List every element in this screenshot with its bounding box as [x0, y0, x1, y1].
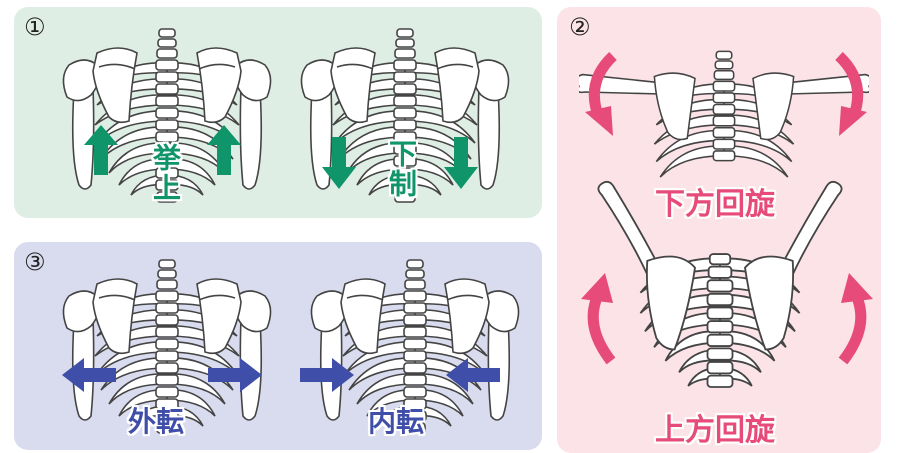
- arrow-down-icon: [444, 137, 478, 189]
- curved-arrow-icon: [577, 52, 627, 142]
- arrow-right-icon: [208, 358, 262, 392]
- panel-number: ①: [24, 15, 46, 39]
- arrow-down-icon: [322, 137, 356, 189]
- arrow-up-icon: [84, 125, 118, 175]
- panel-abduction-adduction: ③ 外転 内転: [14, 242, 542, 450]
- curved-arrow-icon: [825, 52, 875, 142]
- panel-number: ②: [569, 15, 591, 39]
- arrow-left-icon: [62, 358, 116, 392]
- arrow-left-icon: [446, 358, 500, 392]
- panel-rotation: ② 下方回旋 上方回旋: [557, 7, 881, 453]
- arrow-up-icon: [207, 125, 241, 175]
- curved-arrow-icon: [829, 269, 879, 365]
- curved-arrow-icon: [575, 269, 625, 365]
- label-abduction: 外転: [128, 400, 184, 440]
- label-adduction: 内転: [368, 400, 424, 440]
- label-elevation: 挙上: [145, 143, 185, 203]
- label-upward-rotation: 上方回旋: [655, 405, 775, 449]
- arrow-right-icon: [300, 358, 354, 392]
- label-depression: 下制: [381, 139, 421, 199]
- panel-number: ③: [24, 250, 46, 274]
- label-downward-rotation: 下方回旋: [655, 179, 775, 223]
- panel-elevation-depression: ① 挙上 下制: [14, 7, 542, 218]
